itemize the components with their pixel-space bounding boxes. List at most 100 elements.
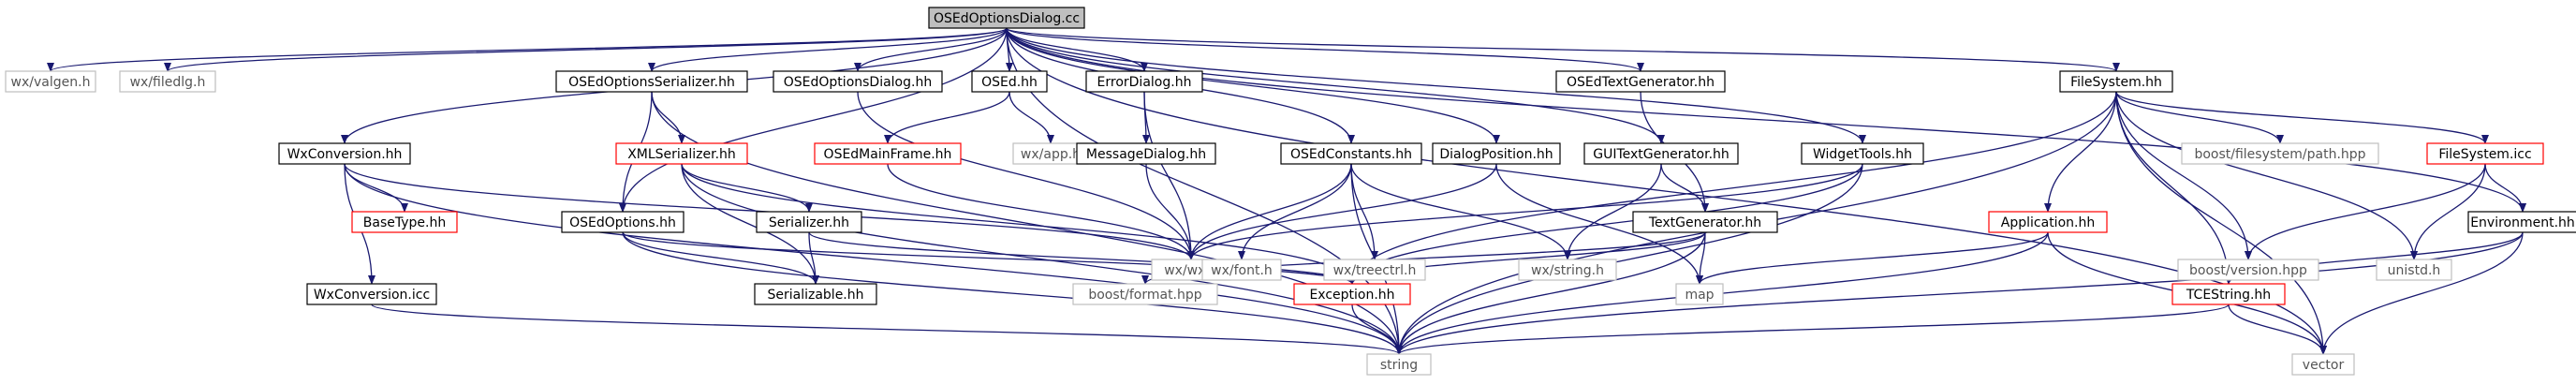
node-box-serializable[interactable] — [754, 283, 877, 305]
node-box-wxstring[interactable] — [1518, 259, 1617, 281]
node-wxconv[interactable]: WxConversion.hh — [278, 142, 411, 165]
node-box-exception[interactable] — [1293, 283, 1411, 305]
node-label-bfspath: boost/filesystem/path.hpp — [2194, 147, 2365, 162]
node-serializable[interactable]: Serializable.hh — [754, 283, 877, 305]
edge-fs-to-unistd — [2115, 91, 2418, 260]
node-box-basetype[interactable] — [351, 211, 458, 233]
node-box-root[interactable] — [928, 7, 1085, 29]
node-label-optser: OSEdOptionsSerializer.hh — [568, 75, 735, 90]
node-label-guitextgen: GUITextGenerator.hh — [1593, 147, 1730, 162]
node-box-bfspath[interactable] — [2181, 142, 2379, 165]
node-osed[interactable]: OSEd.hh — [971, 70, 1048, 93]
edge-root-to-options — [619, 27, 1008, 213]
node-wxconvicc[interactable]: WxConversion.icc — [306, 283, 437, 305]
node-wxstring[interactable]: wx/string.h — [1518, 259, 1617, 281]
edge-fs-to-tcestring — [2115, 91, 2232, 285]
node-textgen[interactable]: OSEdTextGenerator.hh — [1555, 70, 1726, 93]
node-options[interactable]: OSEdOptions.hh — [561, 211, 684, 233]
node-map[interactable]: map — [1675, 283, 1724, 305]
node-unistd[interactable]: unistd.h — [2376, 259, 2452, 281]
node-label-bformat: boost/format.hpp — [1088, 288, 1201, 303]
node-box-application[interactable] — [1988, 211, 2108, 233]
node-filedlg[interactable]: wx/filedlg.h — [119, 70, 216, 93]
node-textgenerator[interactable]: TextGenerator.hh — [1632, 211, 1778, 233]
node-tcestring[interactable]: TCEString.hh — [2171, 283, 2286, 305]
node-xmlser[interactable]: XMLSerializer.hh — [615, 142, 748, 165]
node-consts[interactable]: OSEdConstants.hh — [1280, 142, 1422, 165]
node-box-serializer[interactable] — [756, 211, 862, 233]
node-basetype[interactable]: BaseType.hh — [351, 211, 458, 233]
node-root[interactable]: OSEdOptionsDialog.cc — [928, 7, 1085, 29]
node-box-wxfont[interactable] — [1201, 259, 1282, 281]
node-box-mainframe[interactable] — [814, 142, 962, 165]
node-fs[interactable]: FileSystem.hh — [2059, 70, 2173, 93]
node-box-unistd[interactable] — [2376, 259, 2452, 281]
node-label-errdlg: ErrorDialog.hh — [1097, 75, 1192, 90]
node-label-consts: OSEdConstants.hh — [1290, 147, 1412, 162]
node-wxfont[interactable]: wx/font.h — [1201, 259, 1282, 281]
node-box-widget[interactable] — [1801, 142, 1924, 165]
node-guitextgen[interactable]: GUITextGenerator.hh — [1583, 142, 1739, 165]
edge-textgenerator-to-map — [1696, 231, 1706, 285]
node-box-optser[interactable] — [555, 70, 748, 93]
node-string[interactable]: string — [1366, 353, 1432, 376]
node-box-dlgpos[interactable] — [1432, 142, 1561, 165]
node-bfspath[interactable]: boost/filesystem/path.hpp — [2181, 142, 2379, 165]
node-valgen[interactable]: wx/valgen.h — [5, 70, 96, 93]
node-serializer[interactable]: Serializer.hh — [756, 211, 862, 233]
node-box-osed[interactable] — [971, 70, 1048, 93]
node-label-wxapp: wx/app.h — [1021, 147, 1081, 162]
node-box-optdlg[interactable] — [773, 70, 943, 93]
node-box-filedlg[interactable] — [119, 70, 216, 93]
node-box-tcestring[interactable] — [2171, 283, 2286, 305]
node-box-vector[interactable] — [2291, 353, 2355, 376]
node-label-valgen: wx/valgen.h — [11, 75, 91, 90]
node-label-xmlser: XMLSerializer.hh — [627, 147, 736, 162]
edge-widget-to-string — [1395, 163, 1863, 355]
node-optser[interactable]: OSEdOptionsSerializer.hh — [555, 70, 748, 93]
node-fsicc[interactable]: FileSystem.icc — [2426, 142, 2544, 165]
edge-xmlser-to-serializer — [681, 163, 813, 213]
node-label-osed: OSEd.hh — [981, 75, 1038, 90]
node-application[interactable]: Application.hh — [1988, 211, 2108, 233]
node-label-filedlg: wx/filedlg.h — [130, 75, 206, 90]
node-box-valgen[interactable] — [5, 70, 96, 93]
node-env[interactable]: Environment.hh — [2467, 211, 2576, 233]
node-box-xmlser[interactable] — [615, 142, 748, 165]
edge-fs-to-exception — [1348, 91, 2117, 285]
node-mainframe[interactable]: OSEdMainFrame.hh — [814, 142, 962, 165]
node-dlgpos[interactable]: DialogPosition.hh — [1432, 142, 1561, 165]
node-box-textgen[interactable] — [1555, 70, 1726, 93]
edge-env-to-string — [1395, 231, 2524, 355]
node-box-map[interactable] — [1675, 283, 1724, 305]
node-box-wxconv[interactable] — [278, 142, 411, 165]
node-wxtree[interactable]: wx/treectrl.h — [1323, 259, 1426, 281]
edge-guitextgen-to-textgenerator — [1660, 163, 1709, 213]
node-box-msgdlg[interactable] — [1076, 142, 1216, 165]
node-msgdlg[interactable]: MessageDialog.hh — [1076, 142, 1216, 165]
node-box-string[interactable] — [1366, 353, 1432, 376]
node-box-bversion[interactable] — [2177, 259, 2319, 281]
edge-mainframe-to-wxwx — [887, 163, 1195, 260]
node-box-errdlg[interactable] — [1085, 70, 1203, 93]
node-box-guitextgen[interactable] — [1583, 142, 1739, 165]
node-box-options[interactable] — [561, 211, 684, 233]
node-bformat[interactable]: boost/format.hpp — [1072, 283, 1218, 305]
node-label-optdlg: OSEdOptionsDialog.hh — [784, 75, 932, 90]
node-exception[interactable]: Exception.hh — [1293, 283, 1411, 305]
node-box-env[interactable] — [2467, 211, 2576, 233]
node-vector[interactable]: vector — [2291, 353, 2355, 376]
node-box-fsicc[interactable] — [2426, 142, 2544, 165]
node-optdlg[interactable]: OSEdOptionsDialog.hh — [773, 70, 943, 93]
node-bversion[interactable]: boost/version.hpp — [2177, 259, 2319, 281]
node-widget[interactable]: WidgetTools.hh — [1801, 142, 1924, 165]
node-box-fs[interactable] — [2059, 70, 2173, 93]
node-box-consts[interactable] — [1280, 142, 1422, 165]
node-box-bformat[interactable] — [1072, 283, 1218, 305]
node-box-wxconvicc[interactable] — [306, 283, 437, 305]
node-wxapp[interactable]: wx/app.h — [1012, 142, 1089, 165]
node-label-map: map — [1685, 288, 1714, 303]
node-box-textgenerator[interactable] — [1632, 211, 1778, 233]
node-box-wxtree[interactable] — [1323, 259, 1426, 281]
node-errdlg[interactable]: ErrorDialog.hh — [1085, 70, 1203, 93]
